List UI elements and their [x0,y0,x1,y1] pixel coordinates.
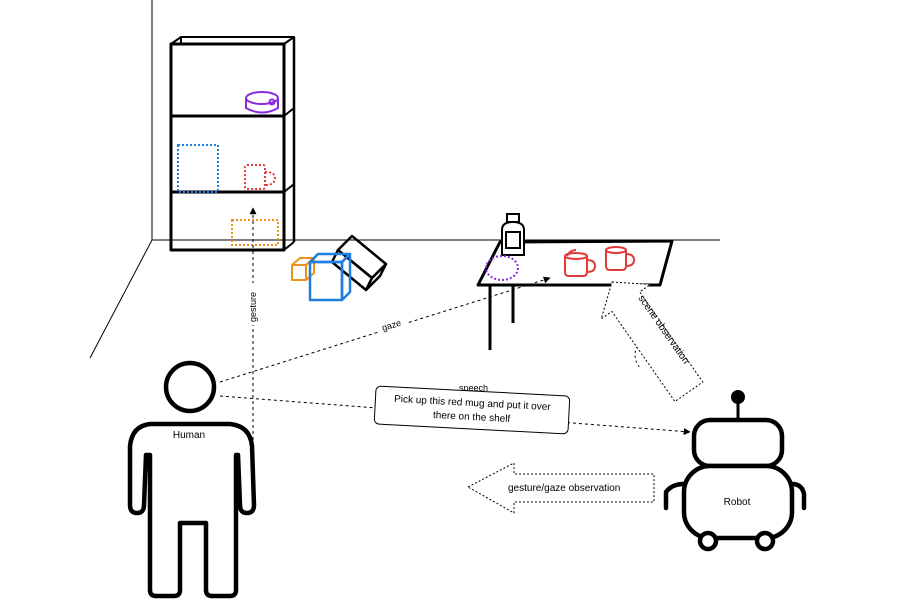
gesture-gaze-observation-arrow [466,462,655,514]
utterance-line-2: there on the shelf [433,410,511,425]
gesture-label: gesture [248,292,258,322]
scene-observation-arrow [600,281,704,403]
purple-target-marker [485,255,519,281]
robot-label: Robot [724,497,751,508]
black-floor-box [330,234,388,292]
red-mug-1 [564,249,597,277]
blue-floor-box [308,252,352,302]
bookshelf [169,36,296,252]
purple-bowl [245,91,279,114]
gaze-arrow [219,276,551,383]
blue-box-target [177,144,219,193]
speech-bubble: Pick up this red mug and put it over the… [373,385,571,435]
speech-label: speech [459,383,488,393]
gesture-gaze-observation-label: gesture/gaze observation [508,483,620,494]
red-mug-2 [605,246,636,271]
table [476,239,674,350]
bottle [501,213,525,256]
robot-figure [663,390,807,552]
floor-boxes [291,234,388,302]
orange-box [231,219,279,246]
human-figure [127,360,257,599]
human-label: Human [173,430,205,441]
red-mug-target [244,164,277,190]
robot-scan-curve [634,341,641,369]
